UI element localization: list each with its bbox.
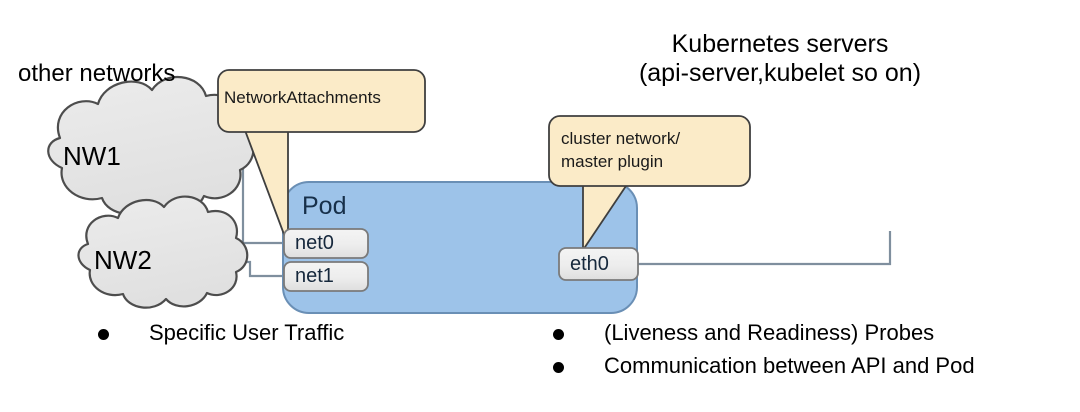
cloud-label-nw1: NW1 [63,141,121,171]
cloud-nw1 [47,76,255,216]
iface-label-net0: net0 [295,232,334,254]
bullet-right-1: (Liveness and Readiness) Probes [604,320,935,345]
interface-chips [283,228,639,292]
iface-box-net0 [283,228,369,259]
callout-network-attachments-shape [217,69,426,246]
callout-cluster-network-line-2: master plugin [561,152,664,171]
pod-label: Pod [302,192,347,220]
bullet-dot-left-1 [98,329,109,340]
iface-box-eth0 [558,247,639,281]
callout-network-attachments-label: NetworkAttachments [224,88,381,107]
connector-eth0-to-servers [637,231,892,266]
bullet-left-1: Specific User Traffic [149,320,345,345]
title-line-1: Kubernetes servers [671,30,889,58]
bullet-dot-right-1 [553,329,564,340]
pod-container [282,181,638,314]
bullet-right-2: Communication between API and Pod [604,353,975,378]
callout-cluster-network-line-1: cluster network/ [561,129,681,148]
callout-cluster-network-shape [548,115,751,251]
iface-box-net1 [283,261,369,292]
cloud-label-nw2: NW2 [94,245,152,275]
other-networks-label: other networks [18,60,176,87]
cloud-nw2 [77,195,249,309]
bullet-dot-right-2 [553,362,564,373]
title-line-2: (api-server,kubelet so on) [638,59,922,87]
iface-label-net1: net1 [295,265,334,287]
iface-label-eth0: eth0 [570,253,609,275]
callout-network-attachments-tail [242,124,289,246]
